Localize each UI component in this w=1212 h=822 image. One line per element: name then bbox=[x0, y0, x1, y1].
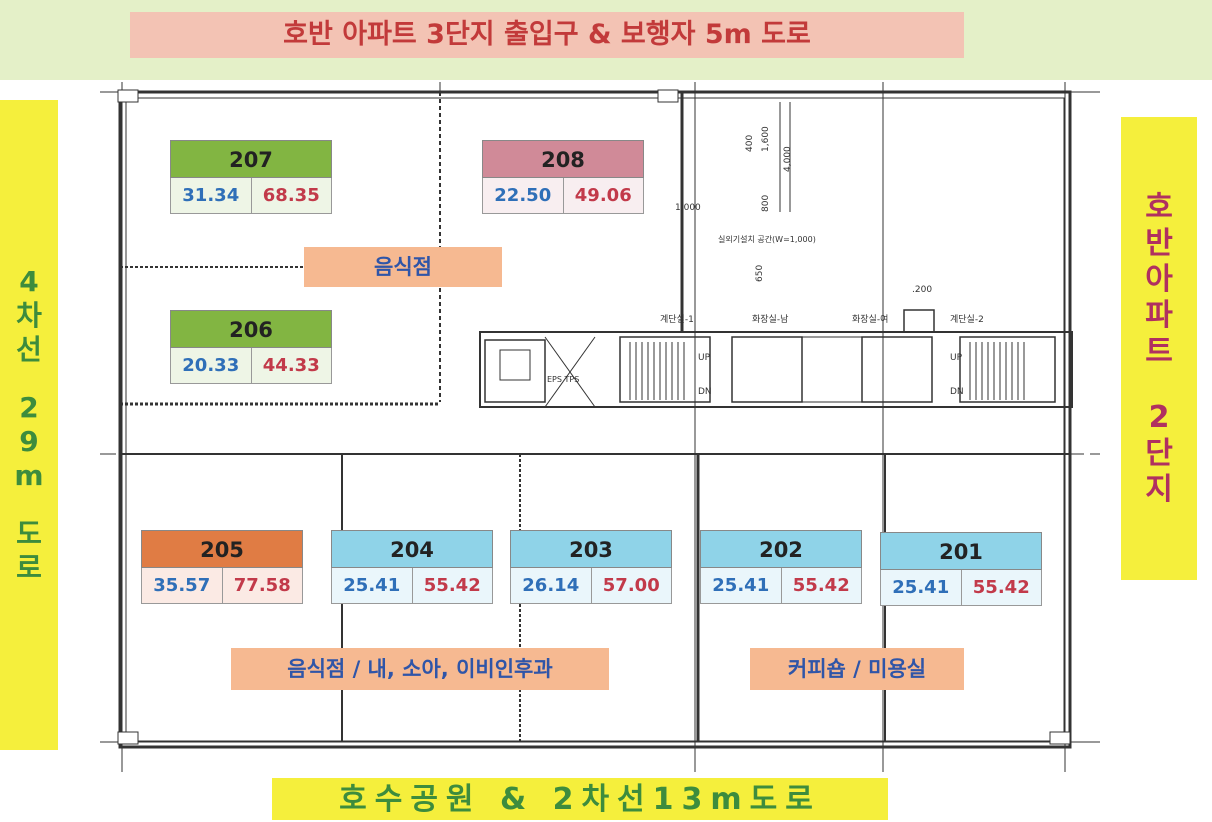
right-road-char: 아 bbox=[1145, 261, 1173, 297]
unit-area-value: 31.34 bbox=[171, 178, 252, 213]
right-road-char: 지 bbox=[1145, 471, 1173, 507]
dim-label-400: 400 bbox=[745, 135, 755, 152]
right-road-char: 단 bbox=[1145, 435, 1173, 471]
left-road-char: 도 bbox=[16, 517, 42, 550]
unit-area-value: 44.33 bbox=[262, 355, 320, 376]
room-label-stair-2: 계단실-2 bbox=[950, 313, 984, 325]
unit-area-value: 25.41 bbox=[701, 568, 782, 603]
room-label-toilet-female: 화장실-여 bbox=[852, 313, 888, 325]
unit-area-value: 35.57 bbox=[142, 568, 223, 603]
use-label-upper: 음식점 bbox=[304, 247, 502, 287]
unit-areas: 31.34 68.35 bbox=[170, 178, 332, 214]
unit-areas: 35.57 77.58 bbox=[141, 568, 303, 604]
unit-area-value: 25.41 bbox=[332, 568, 413, 603]
room-label-stair-1: 계단실-1 bbox=[660, 313, 694, 325]
stair-up-label-1: UP bbox=[698, 353, 711, 363]
right-road-label: 호 반 아 파 트 2 단 지 bbox=[1121, 117, 1197, 580]
dim-label-1000: 1,000 bbox=[675, 203, 701, 213]
left-road-char: 로 bbox=[16, 551, 42, 584]
left-road-char: 선 bbox=[16, 333, 42, 366]
unit-areas: 20.33 44.33 bbox=[170, 348, 332, 384]
left-road-char: 2 bbox=[19, 391, 39, 424]
unit-number: 207 bbox=[170, 140, 332, 178]
unit-areas: 25.41 55.42 bbox=[700, 568, 862, 604]
unit-area-value: 55.42 bbox=[792, 575, 850, 596]
unit-area-value: 20.33 bbox=[171, 348, 252, 383]
unit-area-value: 57.00 bbox=[602, 575, 660, 596]
right-road-char: 트 bbox=[1145, 333, 1173, 369]
dim-label-200: .200 bbox=[912, 285, 932, 295]
use-label-lower-left: 음식점 / 내, 소아, 이비인후과 bbox=[231, 648, 609, 690]
left-road-band bbox=[0, 100, 58, 750]
unit-areas: 22.50 49.06 bbox=[482, 178, 644, 214]
unit-number: 206 bbox=[170, 310, 332, 348]
stair-up-label-2: UP bbox=[950, 353, 963, 363]
unit-206: 206 20.33 44.33 bbox=[170, 310, 332, 384]
unit-area-value: 68.35 bbox=[262, 185, 320, 206]
right-road-char: 2 bbox=[1148, 399, 1170, 435]
unit-area-value: 22.50 bbox=[483, 178, 564, 213]
unit-number: 204 bbox=[331, 530, 493, 568]
unit-area-value: 55.42 bbox=[423, 575, 481, 596]
left-road-char: 차 bbox=[16, 299, 42, 332]
dim-label-800: 800 bbox=[761, 195, 771, 212]
unit-number: 205 bbox=[141, 530, 303, 568]
left-road-char: 9 bbox=[19, 425, 39, 458]
unit-area-value: 77.58 bbox=[233, 575, 291, 596]
unit-number: 202 bbox=[700, 530, 862, 568]
unit-area-value: 25.41 bbox=[881, 570, 962, 605]
left-road-char: m bbox=[14, 459, 44, 492]
left-road-char: 4 bbox=[19, 265, 39, 298]
unit-202: 202 25.41 55.42 bbox=[700, 530, 862, 604]
stair-dn-label-2: DN bbox=[950, 387, 964, 397]
unit-areas: 26.14 57.00 bbox=[510, 568, 672, 604]
room-label-toilet-male: 화장실-남 bbox=[752, 314, 788, 325]
unit-areas: 25.41 55.42 bbox=[880, 570, 1042, 606]
left-road-label: 4 차 선 2 9 m 도 로 bbox=[0, 100, 58, 750]
floor-plan-drawing: 계단실-1 계단실-2 화장실-남 화장실-여 .200 1,000 실외기설치… bbox=[100, 82, 1100, 772]
unit-area-value: 55.42 bbox=[972, 577, 1030, 598]
unit-203: 203 26.14 57.00 bbox=[510, 530, 672, 604]
bottom-road-label: 호수공원 & 2차선13m도로 bbox=[272, 778, 888, 820]
right-road-char: 파 bbox=[1145, 297, 1173, 333]
right-road-band bbox=[1121, 117, 1197, 580]
use-label-lower-right: 커피숍 / 미용실 bbox=[750, 648, 964, 690]
unit-number: 203 bbox=[510, 530, 672, 568]
eps-label: EPS TPS bbox=[547, 375, 579, 384]
dim-label-4000: 4,000 bbox=[783, 146, 793, 172]
unit-207: 207 31.34 68.35 bbox=[170, 140, 332, 214]
dim-label-1600: 1,600 bbox=[761, 126, 771, 152]
unit-208: 208 22.50 49.06 bbox=[482, 140, 644, 214]
right-road-char: 반 bbox=[1145, 225, 1173, 261]
unit-205: 205 35.57 77.58 bbox=[141, 530, 303, 604]
unit-number: 208 bbox=[482, 140, 644, 178]
unit-204: 204 25.41 55.42 bbox=[331, 530, 493, 604]
unit-areas: 25.41 55.42 bbox=[331, 568, 493, 604]
stair-dn-label-1: DN bbox=[698, 387, 712, 397]
unit-area-value: 26.14 bbox=[511, 568, 592, 603]
top-road-label: 호반 아파트 3단지 출입구 & 보행자 5m 도로 bbox=[130, 12, 964, 58]
unit-201: 201 25.41 55.42 bbox=[880, 532, 1042, 606]
plan-note: 실외기설치 공간(W=1,000) bbox=[718, 234, 816, 244]
right-road-char: 호 bbox=[1145, 189, 1173, 225]
unit-area-value: 49.06 bbox=[574, 185, 632, 206]
dim-label-650: 650 bbox=[755, 265, 765, 282]
unit-number: 201 bbox=[880, 532, 1042, 570]
